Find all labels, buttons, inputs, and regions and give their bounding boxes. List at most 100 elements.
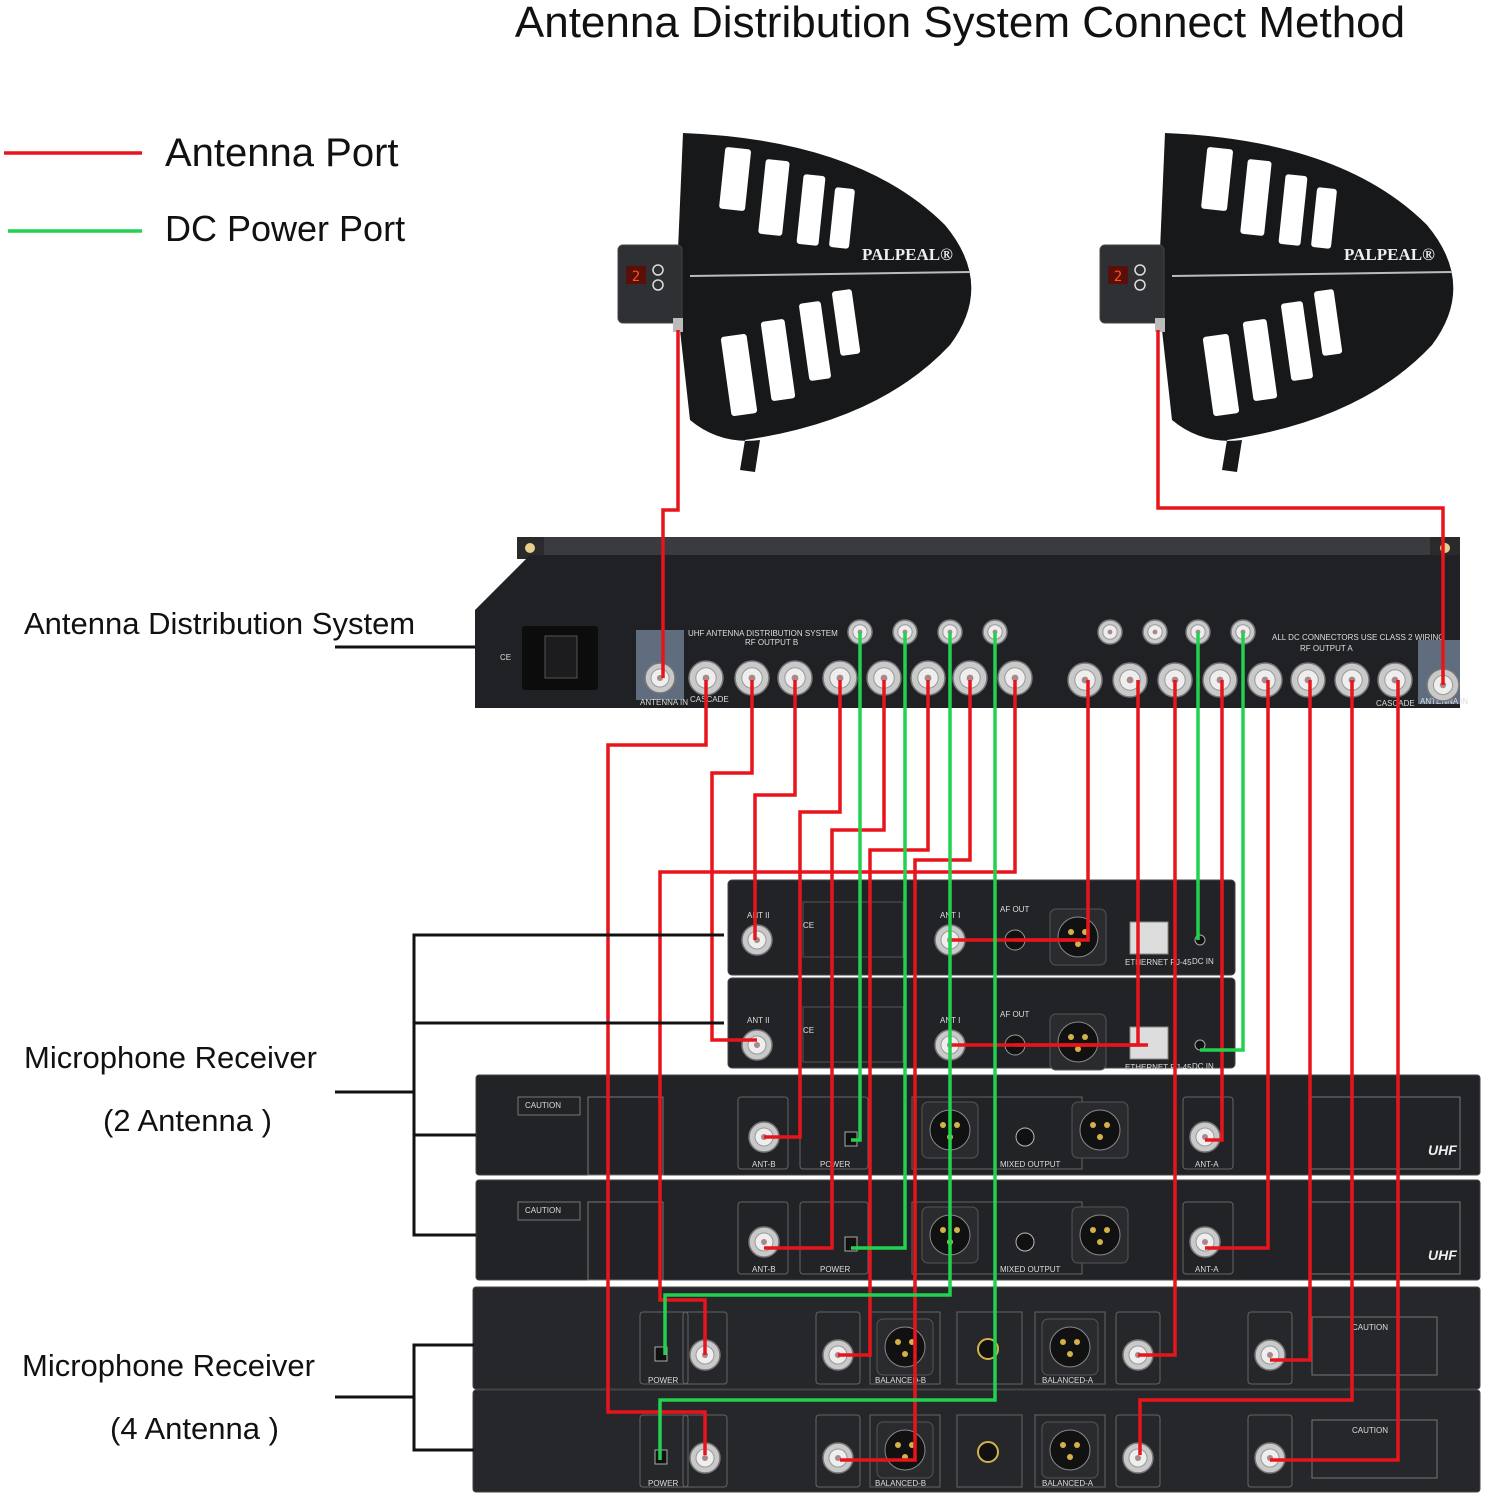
antenna-port[interactable] bbox=[1254, 1339, 1286, 1371]
rf-output-b-port[interactable] bbox=[688, 660, 724, 696]
rf-output-b-port[interactable] bbox=[910, 660, 946, 696]
ant-b-label: ANT-B bbox=[752, 1160, 776, 1169]
power-label: POWER bbox=[820, 1265, 850, 1274]
dc-power-cable bbox=[1200, 632, 1245, 1052]
dc-output-port[interactable] bbox=[1097, 619, 1123, 645]
af-out-label: AF OUT bbox=[1000, 905, 1029, 914]
diagram-title: Antenna Distribution System Connect Meth… bbox=[515, 0, 1405, 47]
dc-in-label: DC IN bbox=[1192, 1062, 1214, 1071]
rf-output-b-label: RF OUTPUT B bbox=[745, 638, 798, 647]
balanced-b-xlr[interactable] bbox=[876, 1421, 934, 1479]
balanced-a-label: BALANCED-A bbox=[1042, 1479, 1094, 1488]
dc-output-port[interactable] bbox=[1142, 619, 1168, 645]
antenna-cable bbox=[606, 680, 708, 1455]
rf-output-b-port[interactable] bbox=[866, 660, 902, 696]
xlr-out-a[interactable] bbox=[1071, 1206, 1129, 1264]
ant-a-port[interactable] bbox=[1189, 1226, 1221, 1258]
xlr-out-a[interactable] bbox=[1071, 1101, 1129, 1159]
dc-wiring-note: ALL DC CONNECTORS USE CLASS 2 WIRING bbox=[1272, 633, 1444, 642]
balanced-a-xlr[interactable] bbox=[1041, 1421, 1099, 1479]
power-label: POWER bbox=[648, 1376, 678, 1385]
antenna-cable bbox=[1270, 680, 1312, 1362]
antenna-cable bbox=[838, 680, 930, 1357]
rf-output-a-port[interactable] bbox=[1112, 662, 1148, 698]
ant-a-label: ANT-A bbox=[1195, 1265, 1219, 1274]
ant-ii-port[interactable] bbox=[741, 1029, 773, 1061]
antenna-cable bbox=[840, 680, 972, 1462]
rf-output-b-port[interactable] bbox=[952, 660, 988, 696]
power-label: POWER bbox=[820, 1160, 850, 1169]
caution-label: CAUTION bbox=[1352, 1323, 1388, 1332]
rf-output-b-port[interactable] bbox=[997, 660, 1033, 696]
rf-output-a-port[interactable] bbox=[1202, 662, 1238, 698]
legend: Antenna Port DC Power Port bbox=[4, 131, 405, 249]
uhf-badge: UHF bbox=[1428, 1142, 1457, 1158]
cascade-a-label: CASCADE bbox=[1376, 699, 1415, 708]
ant-b-port[interactable] bbox=[748, 1226, 780, 1258]
rf-output-a-port[interactable] bbox=[1377, 662, 1413, 698]
antenna-brand-logo: PALPEAL® bbox=[862, 245, 953, 264]
receiver-2-antenna-label: Microphone Receiver bbox=[24, 1040, 317, 1075]
balanced-b-xlr[interactable] bbox=[876, 1318, 934, 1376]
ant-ii-port[interactable] bbox=[741, 924, 773, 956]
ce-mark: CE bbox=[803, 1026, 814, 1035]
rf-output-b-port[interactable] bbox=[822, 660, 858, 696]
mixed-output-jack[interactable] bbox=[1015, 1127, 1035, 1147]
antenna-port[interactable] bbox=[822, 1442, 854, 1474]
mixed-output-jack[interactable] bbox=[1015, 1232, 1035, 1252]
rf-output-a-port[interactable] bbox=[1067, 662, 1103, 698]
ce-mark: CE bbox=[803, 921, 814, 930]
mix-output-jack[interactable] bbox=[977, 1338, 999, 1360]
antenna-gain-display bbox=[626, 266, 646, 284]
bracket-4-antenna bbox=[335, 1343, 474, 1452]
rf-output-a-port[interactable] bbox=[1290, 662, 1326, 698]
ant-ii-label: ANT II bbox=[747, 911, 770, 920]
antenna-cable bbox=[710, 680, 757, 1042]
gain-up-button[interactable] bbox=[1134, 264, 1146, 276]
balanced-b-label: BALANCED-B bbox=[875, 1376, 926, 1385]
antenna-in-b-port[interactable] bbox=[644, 662, 676, 694]
ethernet-port[interactable] bbox=[1129, 1026, 1169, 1060]
antenna-cable bbox=[753, 680, 797, 940]
antenna-in-b-label: ANTENNA IN bbox=[640, 698, 688, 707]
antenna-cable bbox=[764, 680, 842, 1139]
antenna-gain-value: 2 bbox=[1114, 269, 1122, 285]
antenna-cable bbox=[1205, 680, 1224, 1142]
antenna-connector bbox=[1155, 318, 1165, 332]
af-out-xlr[interactable] bbox=[1049, 908, 1107, 966]
antenna-port[interactable] bbox=[1254, 1442, 1286, 1474]
gain-down-button[interactable] bbox=[652, 279, 664, 291]
mix-output-jack[interactable] bbox=[977, 1441, 999, 1463]
ads-ce-mark: CE bbox=[500, 653, 511, 662]
receiver-2-antenna-count: (2 Antenna ) bbox=[103, 1103, 272, 1138]
receiver-4-antenna-count: (4 Antenna ) bbox=[110, 1411, 279, 1446]
antenna-port[interactable] bbox=[1122, 1442, 1154, 1474]
antenna-cable bbox=[1270, 680, 1400, 1462]
antenna-connector bbox=[673, 318, 683, 332]
ant-a-port[interactable] bbox=[1189, 1121, 1221, 1153]
gain-down-button[interactable] bbox=[1134, 279, 1146, 291]
mixed-output-label: MIXED OUTPUT bbox=[1000, 1160, 1061, 1169]
antenna-port[interactable] bbox=[689, 1442, 721, 1474]
rf-output-a-port[interactable] bbox=[1247, 662, 1283, 698]
labels: Antenna Distribution System Microphone R… bbox=[22, 606, 724, 1452]
dc-in-label: DC IN bbox=[1192, 957, 1214, 966]
paddle-antenna-right: PALPEAL® 2 bbox=[1099, 133, 1454, 472]
ethernet-port[interactable] bbox=[1129, 921, 1169, 955]
ant-a-label: ANT-A bbox=[1195, 1160, 1219, 1169]
mixed-output-label: MIXED OUTPUT bbox=[1000, 1265, 1061, 1274]
dc-power-cable bbox=[663, 632, 952, 1355]
af-out-xlr[interactable] bbox=[1049, 1013, 1107, 1071]
bracket-2-antenna bbox=[335, 933, 724, 1237]
paddle-antenna-left: PALPEAL® 2 bbox=[617, 133, 972, 472]
gain-up-button[interactable] bbox=[652, 264, 664, 276]
dc-power-cable bbox=[658, 632, 997, 1460]
antenna-gain-display bbox=[1108, 266, 1128, 284]
antenna-cable bbox=[1156, 330, 1445, 685]
balanced-a-xlr[interactable] bbox=[1041, 1318, 1099, 1376]
balanced-b-label: BALANCED-B bbox=[875, 1479, 926, 1488]
